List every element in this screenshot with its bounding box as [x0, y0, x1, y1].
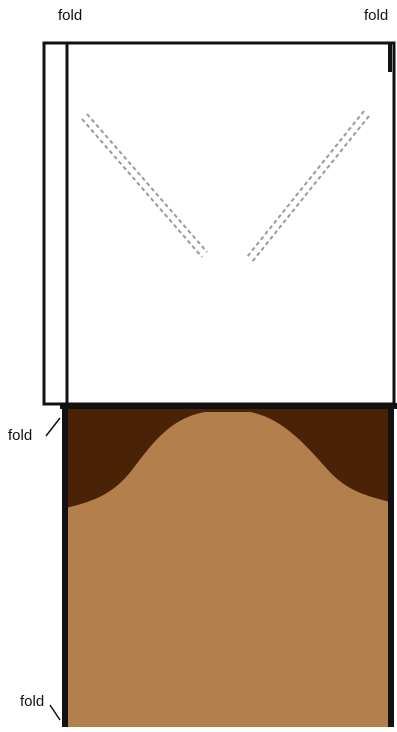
fold-label-top-left: fold [58, 8, 82, 23]
fold-label-top-right: fold [364, 8, 388, 23]
dashed-left-line-2 [87, 114, 207, 252]
dashed-v-lines [82, 111, 369, 262]
fold-label-bottom-left: fold [20, 694, 44, 709]
fold-label-middle-left: fold [8, 428, 32, 443]
dashed-left-line-1 [82, 119, 202, 257]
leader-middle-left [46, 418, 60, 436]
dashed-right-line-1 [247, 111, 364, 257]
leader-bottom-left [50, 705, 60, 720]
top-panel-outline [44, 43, 394, 404]
dashed-right-line-2 [252, 116, 369, 262]
